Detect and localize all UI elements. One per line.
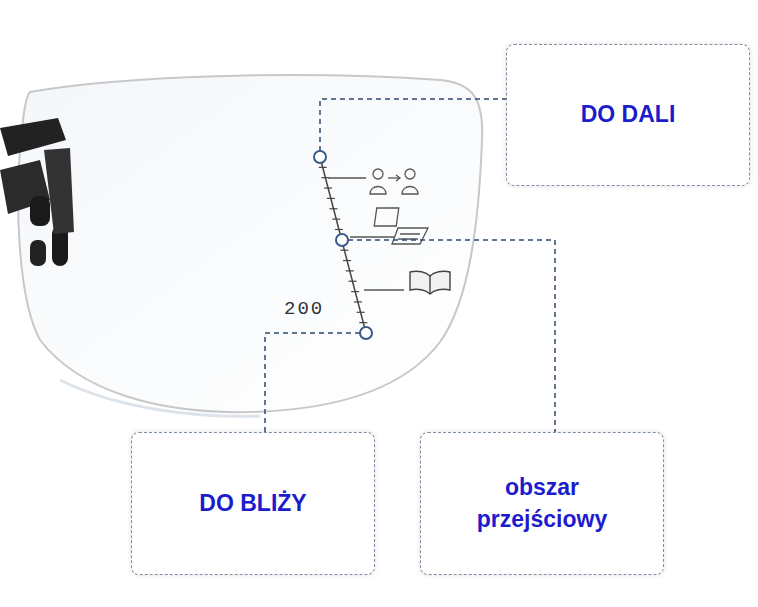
- people-icon: [370, 169, 418, 194]
- scale-tick: [346, 270, 354, 271]
- scale-tick: [343, 260, 351, 261]
- callout-text: DO BLIŻY: [199, 488, 306, 519]
- callout-box: DO BLIŻY: [131, 432, 375, 575]
- scale-tick: [324, 187, 332, 188]
- scale-tick: [332, 219, 340, 220]
- lens-outline: [18, 75, 482, 412]
- clip-hinge: [0, 118, 74, 266]
- scale-tick: [351, 291, 359, 292]
- scale-tick: [348, 281, 356, 282]
- callout-text: DO DALI: [581, 99, 676, 130]
- callout-text: obszar przejściowy: [457, 472, 627, 534]
- scale-tick: [335, 229, 343, 230]
- lens-edge-highlight: [60, 380, 260, 416]
- scale-tick: [327, 198, 335, 199]
- pointer-lines: [328, 178, 404, 290]
- book-icon: [410, 271, 450, 294]
- scale-tick: [359, 322, 367, 323]
- laptop-icon: [374, 208, 428, 244]
- scale-number: 200: [284, 298, 324, 320]
- scale: [319, 157, 368, 333]
- scale-tick: [354, 301, 362, 302]
- scale-tick: [340, 250, 348, 251]
- callout-box: obszar przejściowy: [420, 432, 664, 575]
- callout-box: DO DALI: [506, 44, 750, 186]
- scale-tick: [357, 312, 365, 313]
- scale-tick: [319, 167, 327, 168]
- scale-tick: [330, 208, 338, 209]
